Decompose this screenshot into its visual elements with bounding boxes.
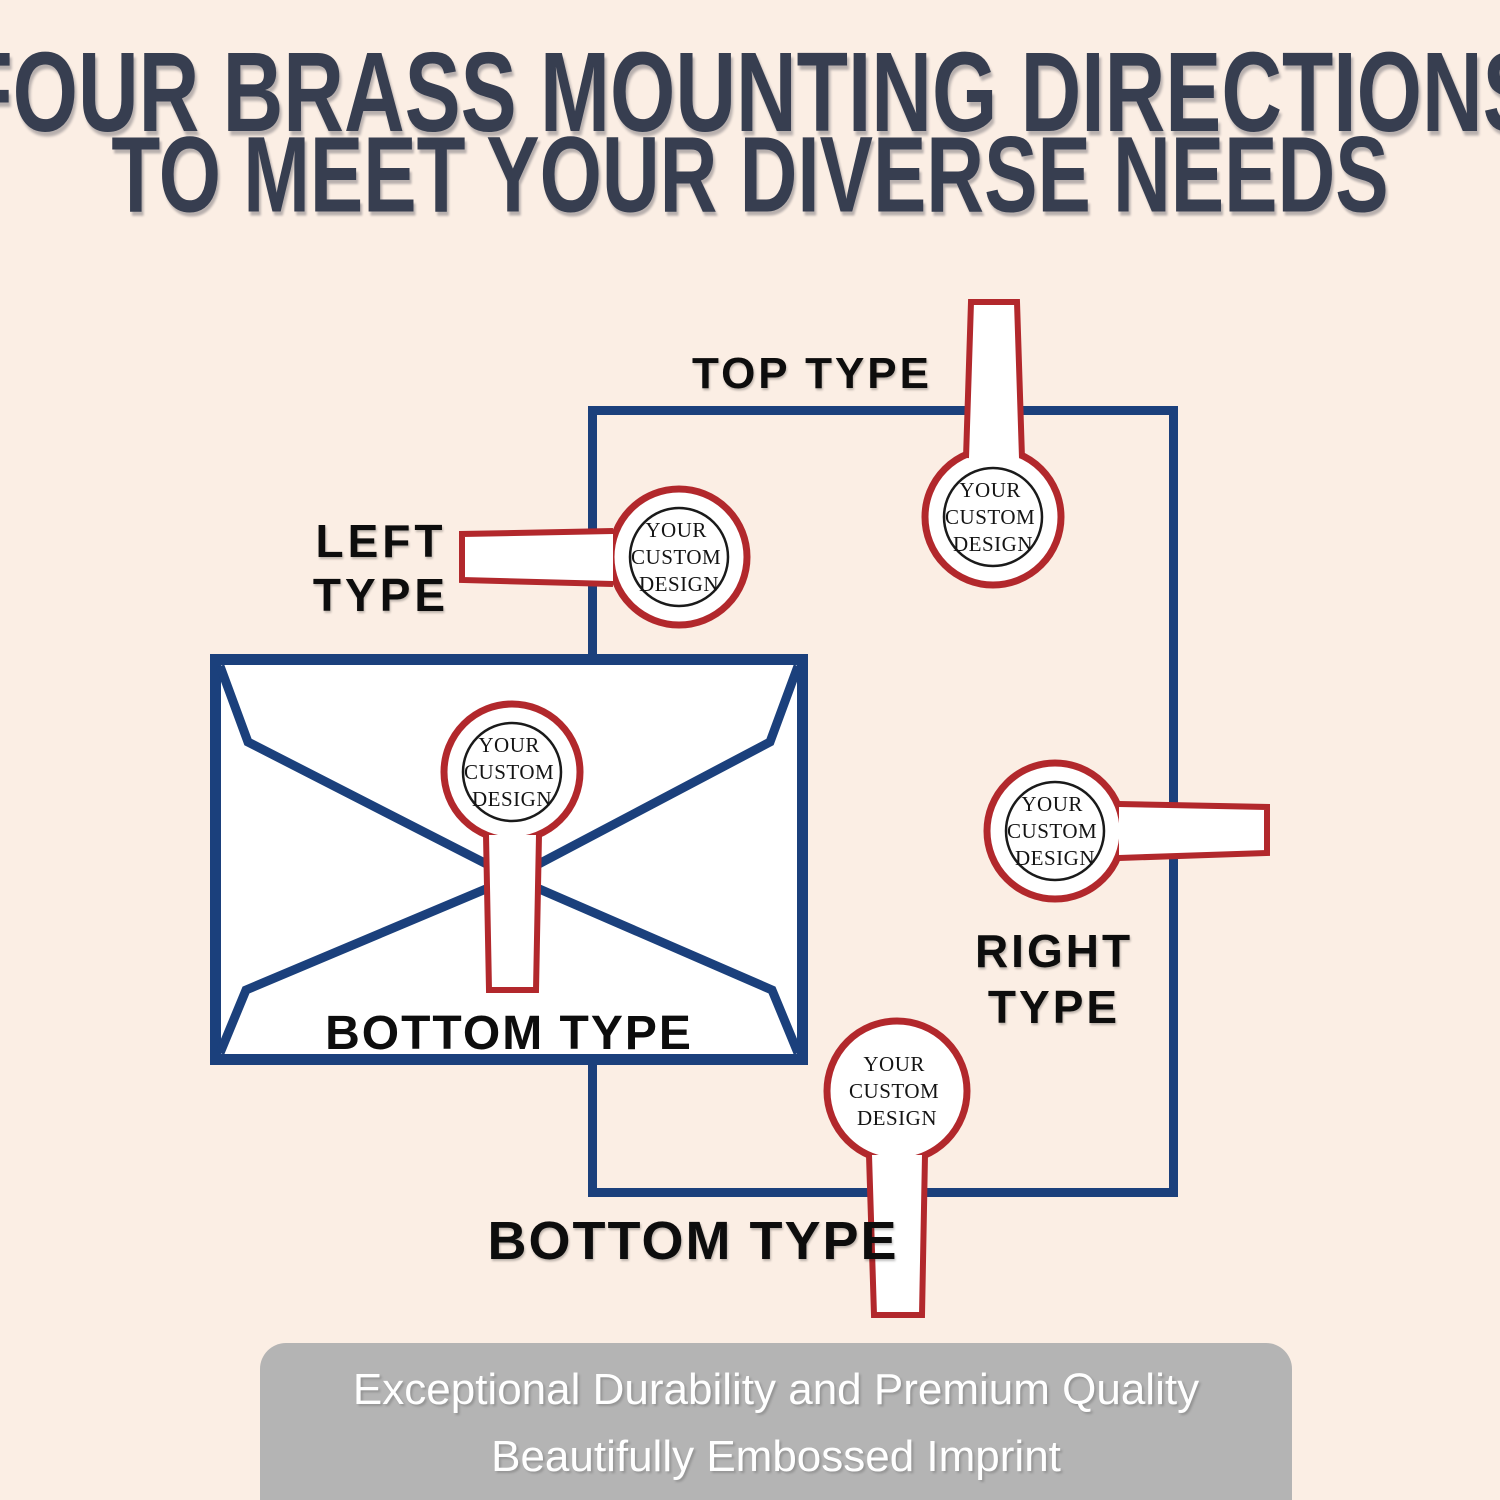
seal-handle — [483, 834, 542, 993]
seal-inner-ring — [628, 506, 730, 608]
left-type-label-line2: TYPE — [312, 569, 450, 621]
seal-inner-ring — [1004, 780, 1106, 882]
banner-text-line1: Exceptional Durability and Premium Quali… — [352, 1365, 1200, 1414]
right-type-label-line2: TYPE — [987, 981, 1121, 1033]
seal-custom-design-text: YOUR CUSTOM DESIGN — [945, 478, 1041, 556]
right-type-label: RIGHT TYPE — [975, 923, 1133, 1035]
left-type-label-line1: LEFT — [315, 515, 447, 567]
right-mount-seal-stamp: YOUR CUSTOM DESIGN — [983, 759, 1270, 903]
bottom-type-label: BOTTOM TYPE — [487, 1211, 899, 1271]
bottom-mount-seal-stamp: YOUR CUSTOM DESIGN — [823, 1017, 971, 1318]
top-mount-seal-stamp: YOUR CUSTOM DESIGN — [921, 299, 1065, 589]
right-type-label-line1: RIGHT — [974, 925, 1134, 977]
left-type-label: LEFT TYPE — [313, 514, 449, 622]
seal-inner-ring — [942, 466, 1044, 568]
seal-custom-design-text: YOUR CUSTOM DESIGN — [1007, 792, 1103, 870]
seal-custom-design-text: YOUR CUSTOM DESIGN — [631, 518, 727, 596]
seal-handle — [459, 528, 614, 587]
envelope-flap-line-top-left — [215, 664, 515, 882]
seal-custom-design-text: YOUR CUSTOM DESIGN — [464, 733, 560, 811]
page-title-line1: FOUR BRASS MOUNTING DIRECTIONS — [0, 28, 1500, 156]
envelope-flap-line-bottom-left — [215, 873, 514, 1055]
page-title-line2: TO MEET YOUR DIVERSE NEEDS — [111, 114, 1389, 235]
feature-banner: Exceptional Durability and Premium Quali… — [260, 1343, 1292, 1500]
seal-handle — [866, 1154, 928, 1318]
envelope-bottom-mount-seal-stamp: YOUR CUSTOM DESIGN — [440, 700, 584, 993]
top-type-label: TOP TYPE — [691, 349, 933, 398]
seal-custom-design-text: YOUR CUSTOM DESIGN — [849, 1052, 945, 1130]
envelope-flap-line-top-right — [511, 664, 803, 881]
seal-inner-ring — [461, 721, 563, 823]
left-mount-seal-stamp: YOUR CUSTOM DESIGN — [459, 485, 751, 629]
envelope-bottom-type-label: BOTTOM TYPE — [325, 1007, 693, 1060]
seal-handle — [1118, 801, 1270, 861]
banner-text-line2: Beautifully Embossed Imprint — [491, 1432, 1061, 1481]
seal-handle — [963, 299, 1025, 459]
envelope-flap-line-bottom-right — [512, 873, 803, 1055]
